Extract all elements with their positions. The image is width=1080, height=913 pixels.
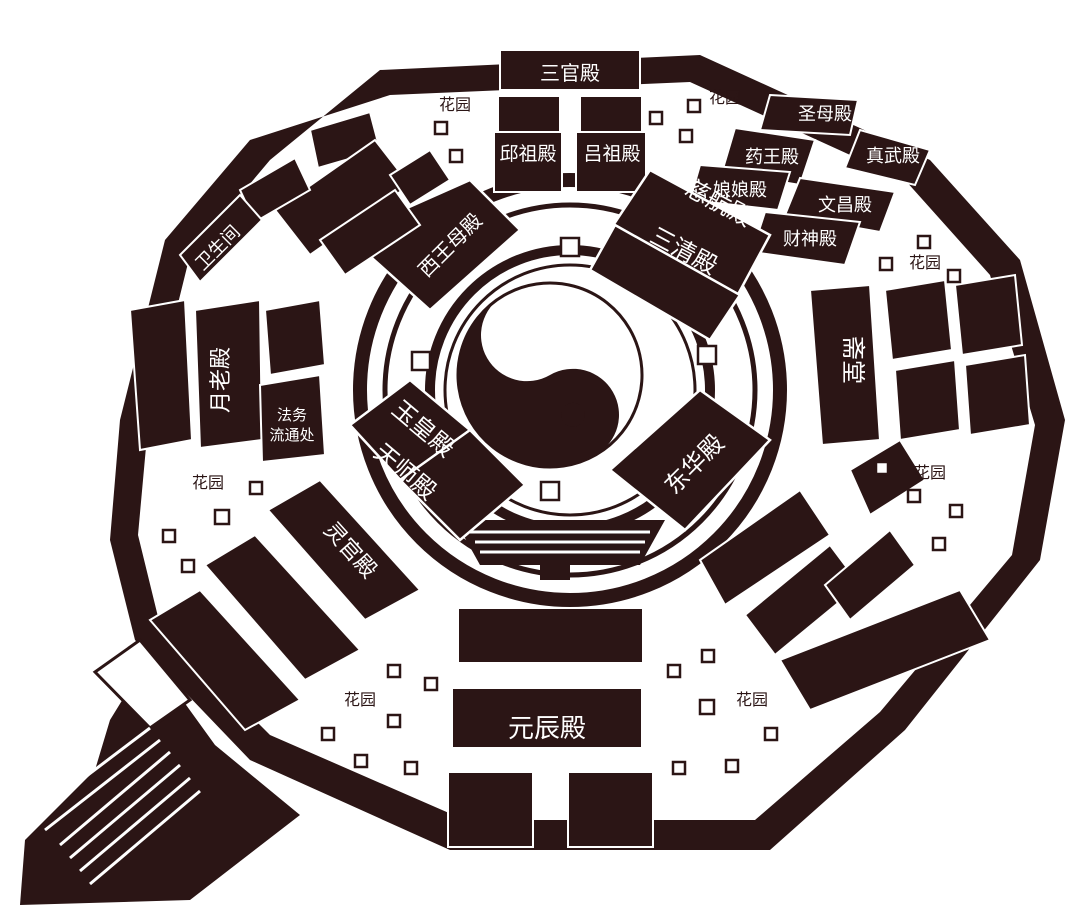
courtyard-markers — [410, 236, 718, 502]
hall-zhenwu-label: 真武殿 — [866, 146, 920, 167]
courtyard-steps — [455, 520, 665, 580]
hall-caishen[interactable]: 财神殿 — [750, 210, 862, 267]
garden-south-west: 花园 — [320, 663, 439, 776]
garden-south-east: 花园 — [666, 648, 779, 776]
garden-label: 花园 — [914, 463, 946, 482]
hall-qiuzu[interactable]: 邱祖殿 — [493, 95, 563, 193]
west-small-building — [263, 298, 327, 377]
hall-yuelao-label: 月老殿 — [209, 347, 234, 413]
dharma-office[interactable]: 法务 流通处 — [258, 373, 327, 464]
dharma-office-label-1: 法务 — [277, 406, 307, 424]
hall-zhaitang-label: 斋堂 — [839, 336, 867, 384]
hall-yaowang-label: 药王殿 — [745, 147, 799, 168]
south-gate-buildings — [447, 771, 654, 848]
garden-north-west: 花园 — [433, 95, 471, 164]
hall-yuelao[interactable]: 月老殿 — [193, 298, 264, 450]
hall-shengmu[interactable]: 圣母殿 — [758, 93, 860, 137]
garden-label: 花园 — [192, 473, 224, 492]
hall-zhenwu[interactable]: 真武殿 — [843, 128, 932, 187]
hall-sanguan-label: 三官殿 — [540, 61, 600, 85]
garden-east: 花园 — [878, 234, 962, 284]
nw-buildings — [238, 110, 452, 277]
hall-niangniang-label: 娘娘殿 — [713, 180, 767, 201]
garden-north-east: 花园 — [648, 88, 741, 144]
hall-yuanchen[interactable]: 元辰殿 — [451, 687, 643, 749]
garden-label: 花园 — [709, 88, 741, 107]
taiji-symbol — [456, 281, 644, 469]
hall-qiuzu-label: 邱祖殿 — [499, 143, 556, 165]
hall-yuanchen-label: 元辰殿 — [508, 714, 586, 744]
sw-buildings — [148, 533, 362, 732]
hall-lvzu-label: 吕祖殿 — [583, 143, 640, 165]
east-buildings — [883, 273, 1032, 442]
se-buildings — [698, 438, 992, 712]
garden-label: 花园 — [344, 690, 376, 709]
hall-cihang-sanqing[interactable]: 慈航殿 三清殿 — [588, 168, 772, 342]
garden-west: 花园 — [161, 473, 264, 574]
hall-caishen-label: 财神殿 — [783, 229, 837, 250]
garden-label: 花园 — [909, 253, 941, 272]
garden-label: 花园 — [439, 95, 471, 114]
garden-label: 花园 — [736, 690, 768, 709]
entrance-stairway — [20, 637, 300, 905]
hall-lvzu[interactable]: 吕祖殿 — [575, 95, 647, 193]
garden-east-south: 花园 — [874, 460, 964, 552]
hall-shengmu-label: 圣母殿 — [798, 104, 852, 125]
hall-donghua[interactable]: 东华殿 — [608, 388, 772, 532]
dharma-office-label-2: 流通处 — [269, 426, 314, 444]
hall-niangniang[interactable]: 娘娘殿 — [688, 163, 792, 212]
hall-zhaitang[interactable]: 斋堂 — [808, 283, 882, 447]
west-long-building — [128, 298, 194, 452]
hall-wenchang-label: 文昌殿 — [818, 195, 872, 216]
hall-sanguan[interactable]: 三官殿 — [499, 49, 641, 91]
south-front-building — [457, 607, 644, 664]
